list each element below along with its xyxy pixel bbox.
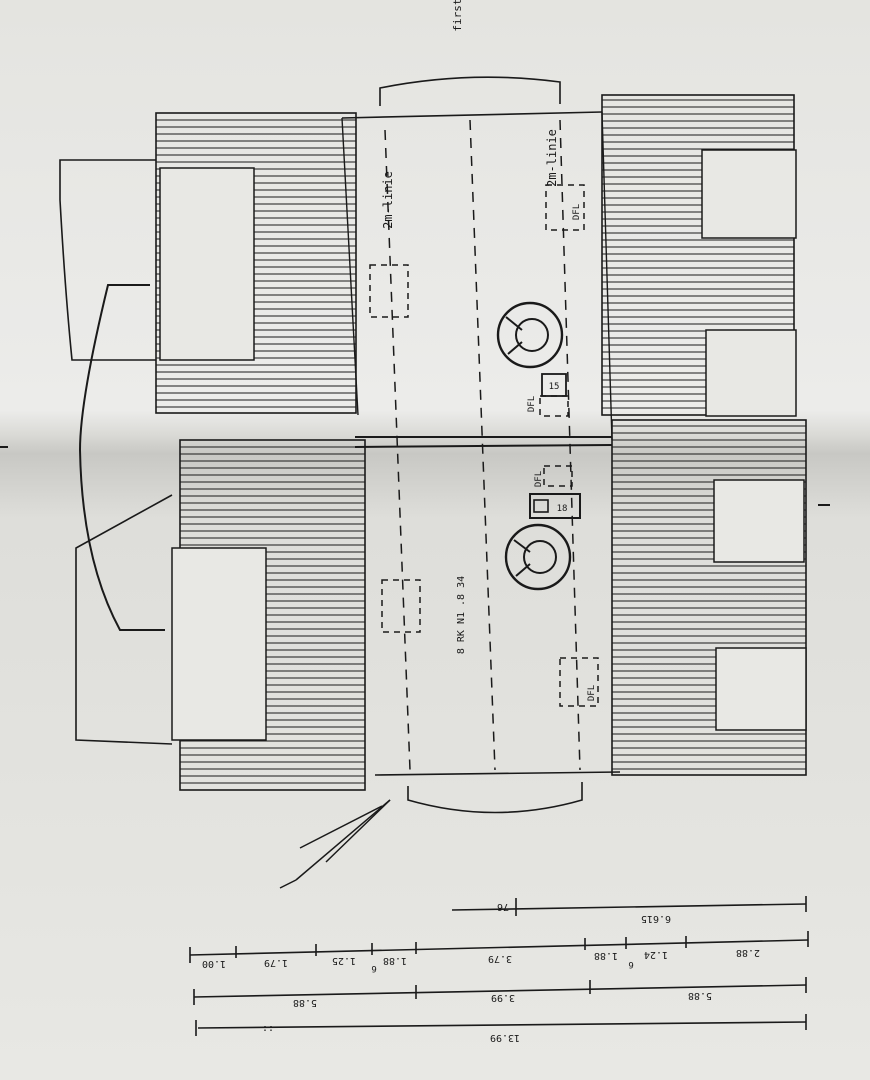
label-first: first	[451, 0, 464, 32]
dim-label-row2-3: 5.88	[293, 997, 317, 1008]
dim-label-row2-1: 5.88	[688, 990, 712, 1001]
window-right-2	[705, 329, 797, 417]
label-2m-linie-right: 2m-linie	[545, 129, 559, 187]
door-arc-bottom	[407, 782, 583, 814]
hatched-wall-right	[601, 94, 807, 776]
dim-label-row2-2: 3.99	[491, 992, 515, 1003]
sign-label-upper: 15	[549, 382, 560, 392]
dim-label-row3-1: 2.88	[736, 947, 760, 958]
label-dfl-small-upper: DFL	[527, 396, 537, 412]
dim-mark-row3-2: 6	[371, 963, 376, 973]
dim-label-row4-1: 6.615	[641, 913, 671, 924]
dimension-labels: 13.99 :: 5.88 3.99 5.88 2.88 1.24 1.88 3…	[202, 901, 760, 1043]
dim-label-row3-5: 1.88	[383, 955, 407, 966]
label-dfl-upper-right: DFL	[572, 204, 582, 220]
dim-label-total: 13.99	[490, 1032, 520, 1043]
window-right-4	[715, 647, 807, 731]
dimension-lines	[189, 896, 809, 1036]
door-arc-top	[379, 76, 561, 106]
interior-floor	[341, 111, 621, 776]
sign-label-lower: 18	[557, 504, 568, 514]
window-right-1	[701, 149, 797, 239]
center-text: 8 RK N1 .8 34	[456, 576, 467, 654]
window-left-upper	[159, 167, 255, 361]
sign-box-lower: 18	[529, 493, 581, 519]
dim-label-row3-4: 3.79	[488, 953, 512, 964]
dfl-box-small-lower	[543, 465, 573, 487]
hatched-wall-left	[155, 112, 366, 791]
window-left-lower	[171, 547, 267, 741]
dim-label-row3-8: 1.00	[202, 958, 226, 969]
sign-box-upper: 15	[541, 373, 567, 397]
dim-label-row3-7: 1.79	[264, 957, 288, 968]
dim-label-row4-2: 76	[497, 901, 509, 912]
dim-mark: ::	[262, 1023, 274, 1034]
window-right-3	[713, 479, 805, 563]
side-arc-left-upper	[59, 159, 156, 361]
dim-mark-row3-1: 6	[628, 959, 633, 969]
label-2m-linie-left: 2m-linie	[381, 171, 395, 229]
entrance-arrow	[279, 799, 391, 889]
side-arc-left-lower	[75, 494, 173, 745]
dashed-box-left-upper	[369, 264, 409, 318]
label-dfl-small-lower: DFL	[534, 471, 544, 487]
side-door-curve	[78, 284, 165, 631]
label-dfl-lower-right: DFL	[587, 685, 597, 701]
dim-label-row3-2: 1.24	[644, 949, 668, 960]
dfl-box-lower-right	[559, 657, 599, 707]
dashed-lines	[384, 119, 581, 771]
seat-circle-lower	[504, 523, 572, 591]
dfl-box-upper-right	[545, 184, 585, 231]
dim-label-row3-6: 1.25	[332, 955, 356, 966]
dashed-box-left-lower	[381, 579, 421, 633]
seat-circle-upper	[496, 301, 564, 369]
dim-label-row3-3: 1.88	[594, 950, 618, 961]
